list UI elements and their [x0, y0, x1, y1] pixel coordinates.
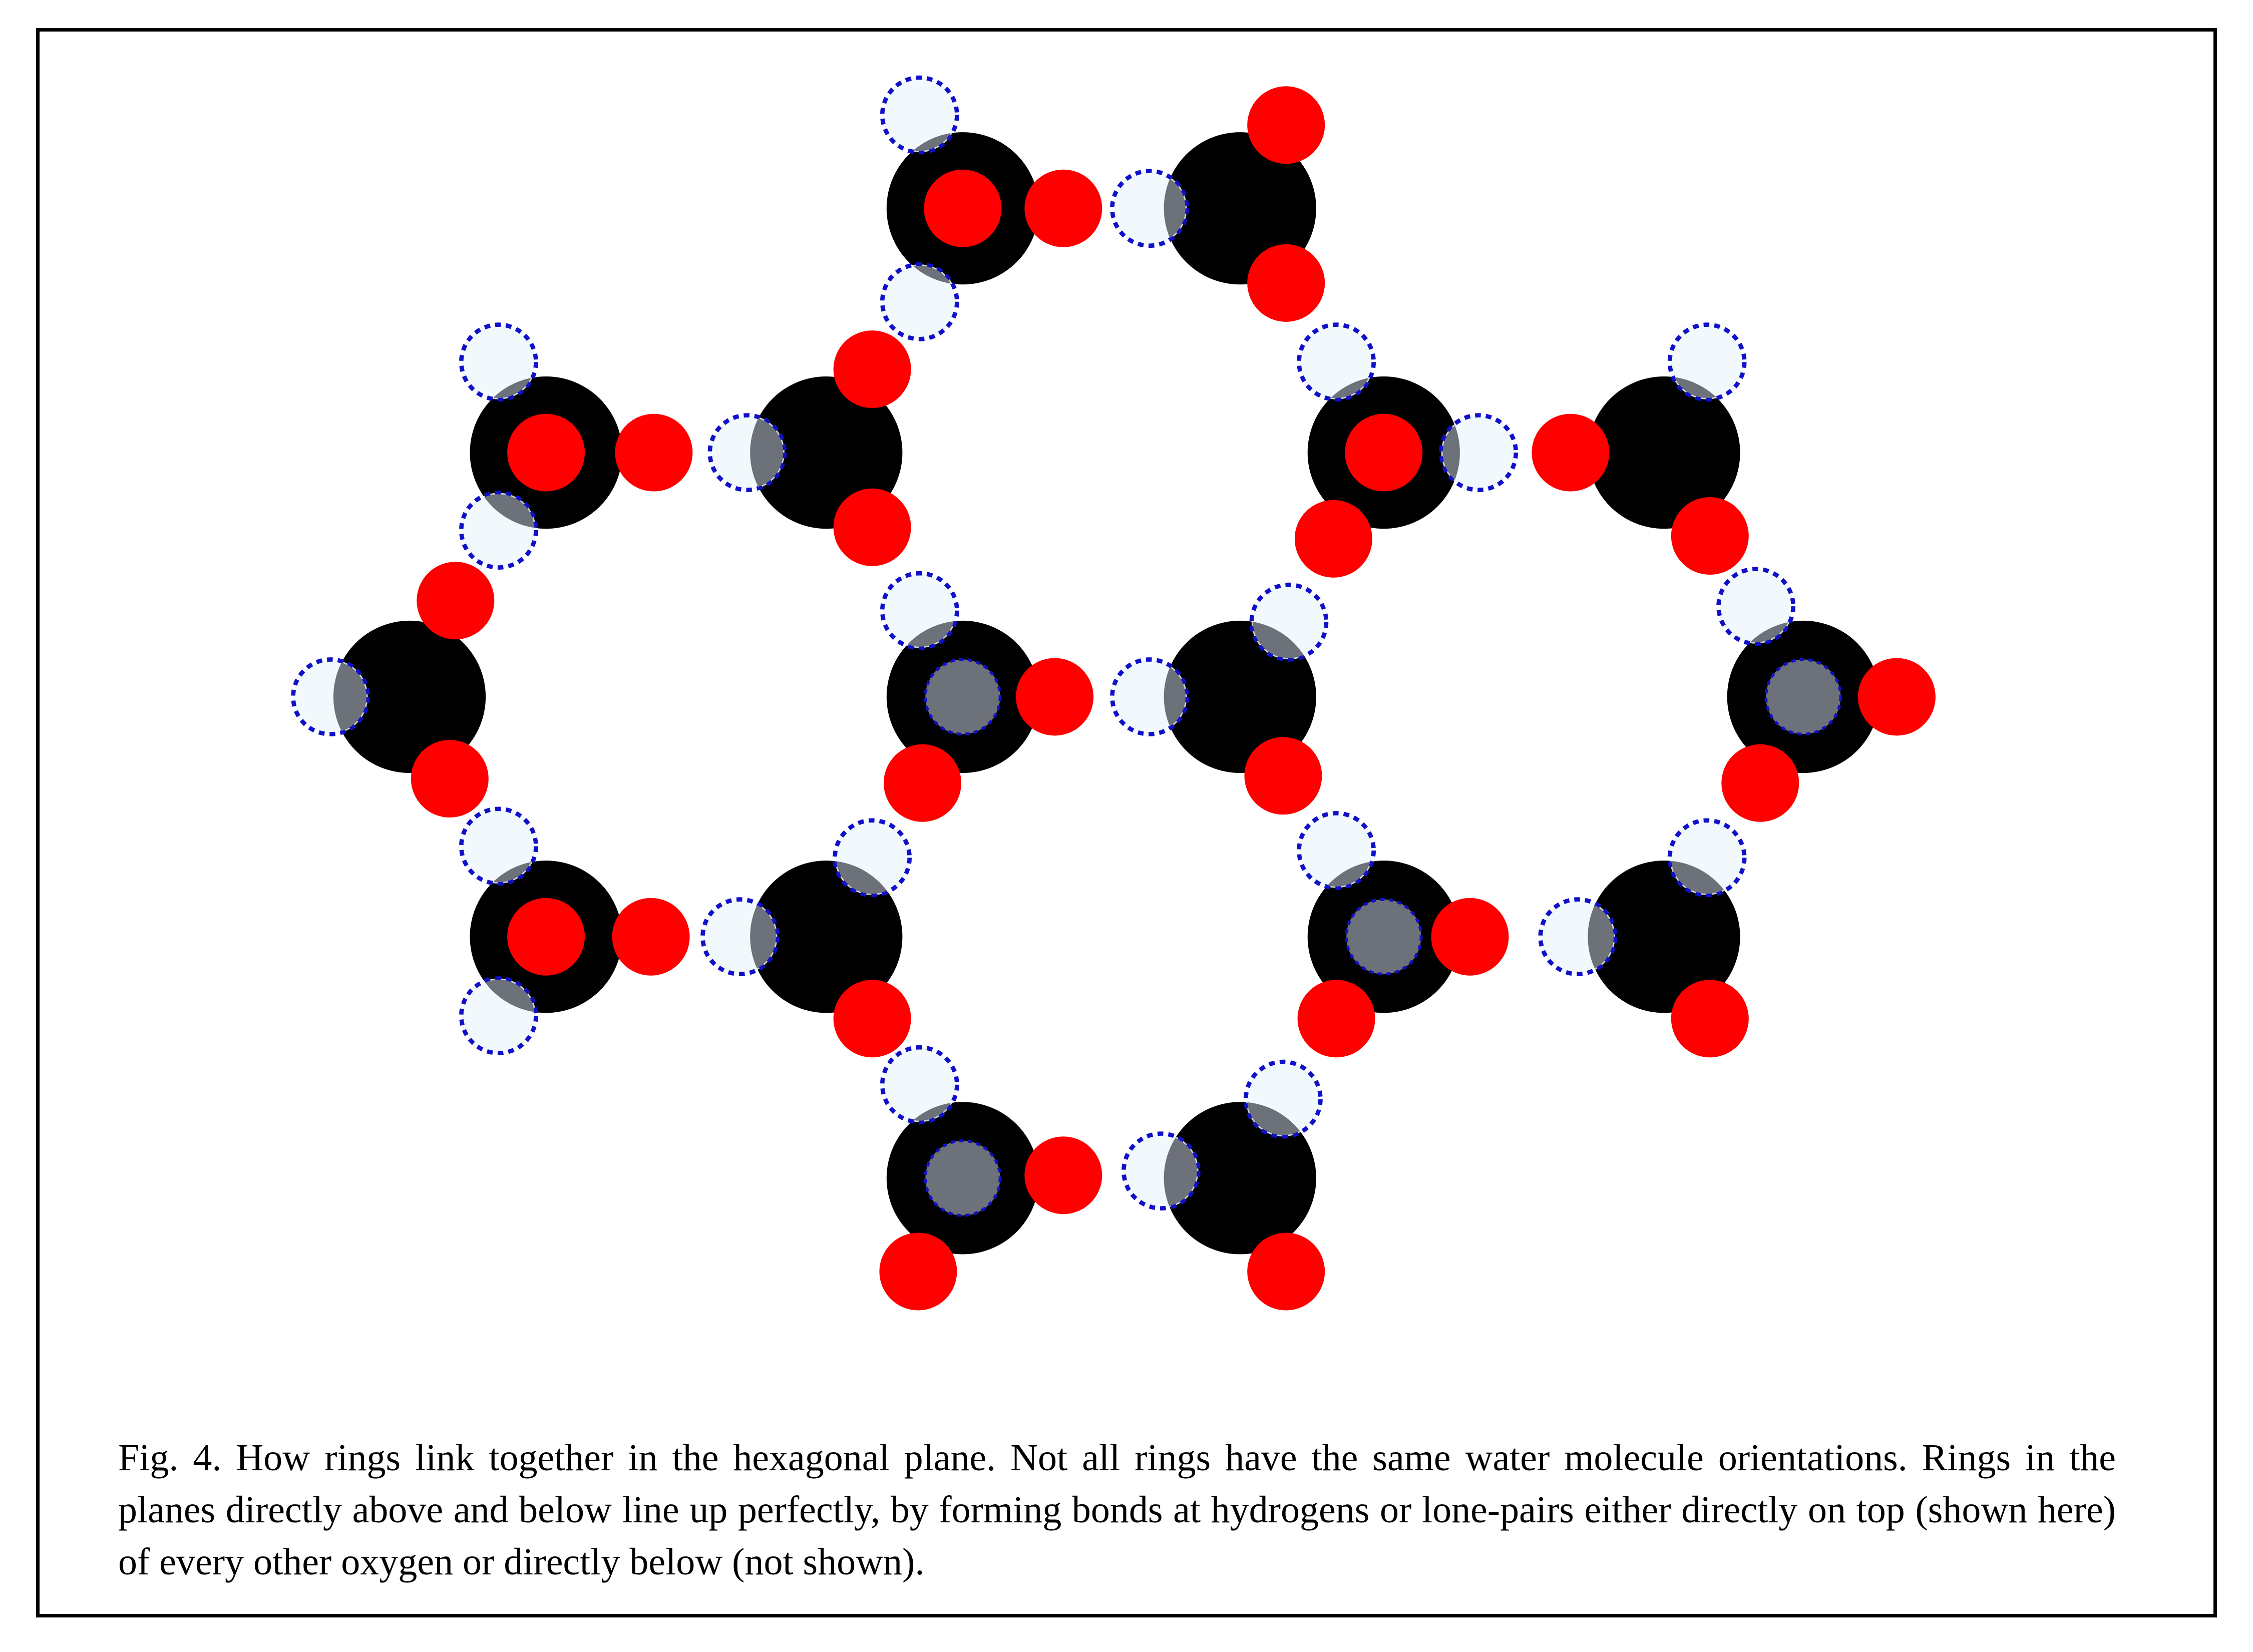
lone-pair: [1294, 500, 1372, 578]
oxygen-atom: [750, 861, 903, 1013]
lone-pair: [1247, 1232, 1325, 1311]
hydrogen-on-top: [1764, 658, 1842, 736]
lone-pair-on-top: [924, 169, 1002, 247]
hydrogen-atom: [1667, 322, 1747, 402]
figure-caption: Fig. 4. How rings link together in the h…: [118, 1437, 2116, 1583]
oxygen-atom: [333, 620, 486, 773]
hydrogen-overlap-shade: [1164, 661, 1186, 733]
lone-pair: [1671, 497, 1749, 575]
lone-pair: [1244, 737, 1322, 815]
oxygen-atom: [1588, 861, 1740, 1013]
hydrogen-on-top: [1345, 898, 1423, 976]
hydrogen-atom: [880, 262, 959, 341]
lone-pair-on-top: [1345, 414, 1423, 492]
lone-pair: [411, 740, 489, 817]
hydrogen-on-top: [924, 1139, 1002, 1217]
lone-pair: [1247, 244, 1325, 322]
oxygen-atom: [1164, 1102, 1316, 1255]
lone-pair: [833, 488, 911, 566]
hydrogen-atom: [459, 322, 538, 402]
lone-pair: [1431, 898, 1509, 976]
hydrogen-overlap-shade: [1164, 1135, 1197, 1207]
lone-pair: [833, 980, 911, 1058]
lone-pair: [833, 330, 911, 408]
lone-pair: [1721, 744, 1799, 822]
hydrogen-overlap-shade: [1588, 901, 1614, 973]
lone-pair-on-top: [507, 898, 585, 976]
lone-pair: [612, 898, 690, 976]
hydrogen-overlap-shade: [1164, 172, 1186, 245]
oxygen-atom: [1588, 376, 1740, 529]
hydrogen-on-top: [924, 658, 1002, 736]
lone-pair: [1024, 169, 1102, 247]
lone-pair: [1671, 980, 1749, 1058]
lone-pair: [1857, 658, 1936, 736]
hydrogen-atom: [1439, 413, 1519, 492]
lone-pair: [1247, 86, 1325, 164]
lone-pair: [1024, 1136, 1102, 1214]
lone-pair: [1016, 658, 1094, 736]
hydrogen-atom: [1297, 322, 1376, 402]
hydrogen-overlap-shade: [750, 901, 776, 973]
lone-pair: [1297, 980, 1375, 1058]
hydrogen-atom: [880, 1045, 959, 1124]
hydrogen-atom: [880, 75, 959, 155]
lone-pair: [1532, 414, 1610, 492]
lone-pair: [615, 414, 693, 492]
hydrogen-overlap-shade: [333, 661, 366, 733]
hydrogen-atom: [459, 806, 538, 886]
lone-pair-on-top: [507, 414, 585, 492]
lone-pair: [879, 1232, 957, 1311]
figure-frame: [36, 28, 2217, 1617]
lone-pair: [417, 562, 495, 640]
hydrogen-overlap-shade: [750, 417, 784, 489]
hydrogen-atom: [1716, 567, 1795, 646]
hydrogen-atom: [1297, 811, 1376, 890]
lone-pair: [884, 744, 961, 822]
